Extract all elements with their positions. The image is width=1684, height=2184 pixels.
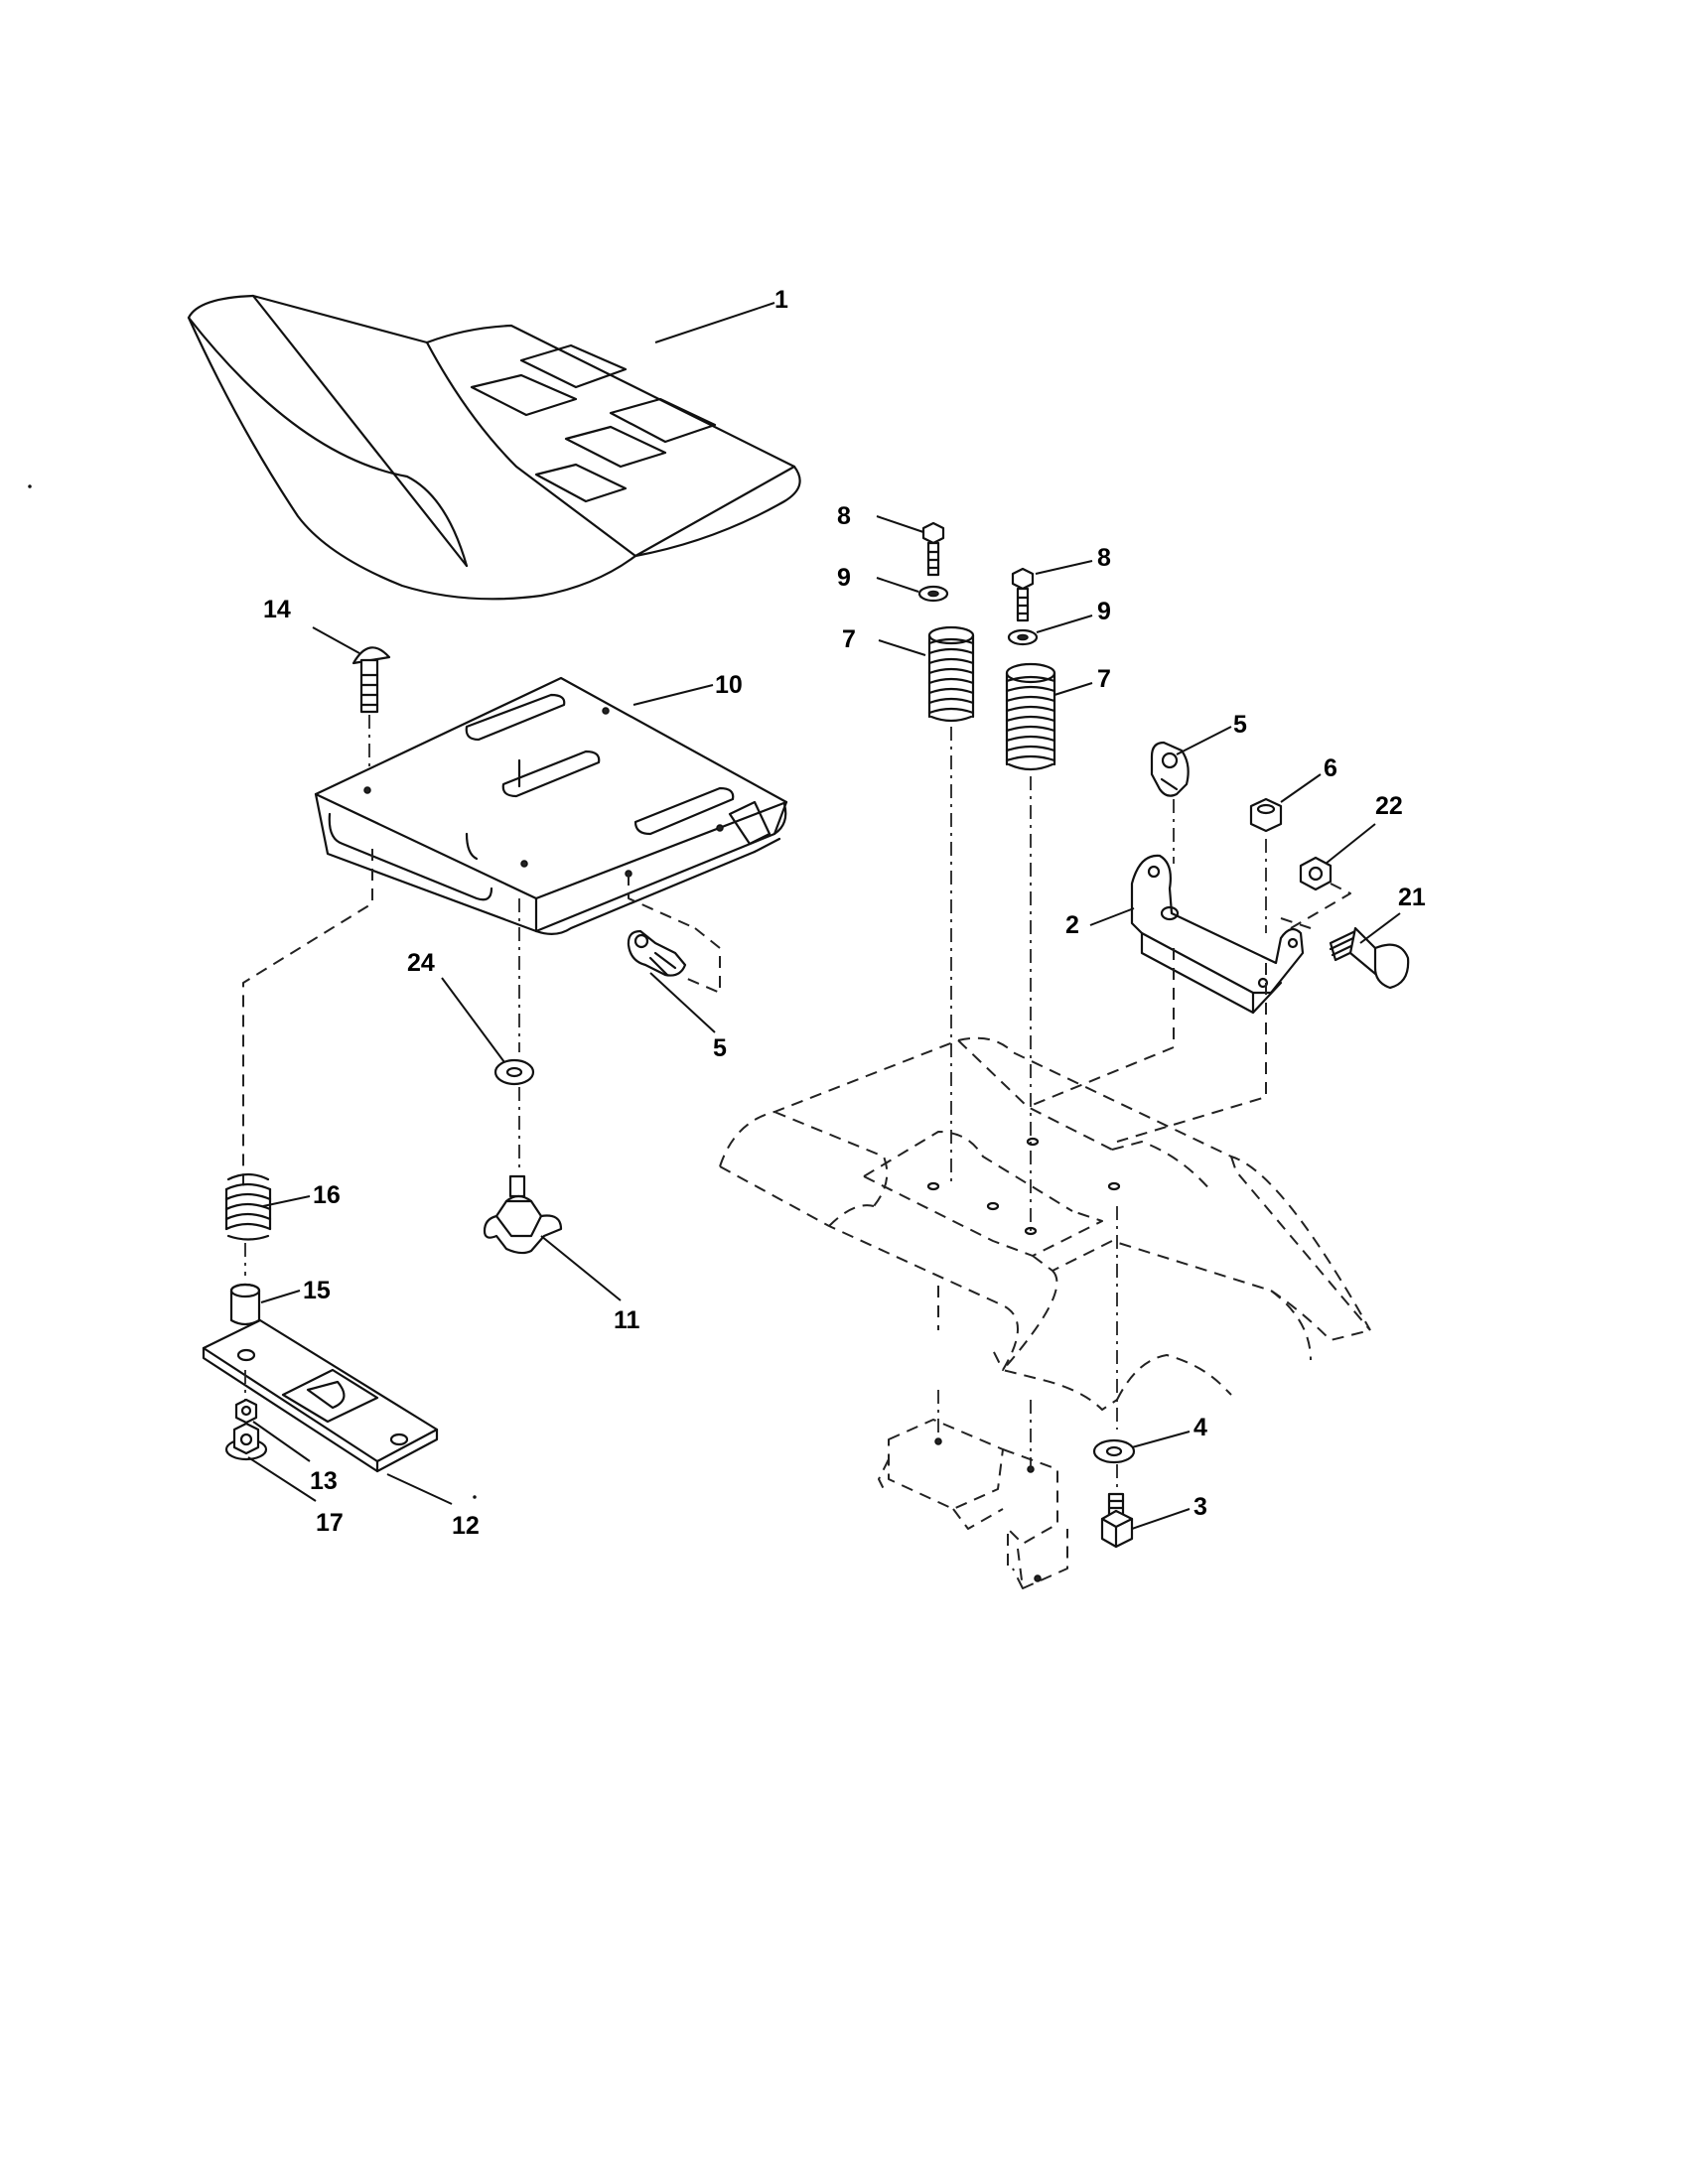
flange-nut — [224, 1422, 268, 1461]
callout-labels: 1 14 10 8 9 7 8 9 7 5 6 22 2 21 24 5 16 … — [263, 286, 1426, 1540]
leader-lines — [247, 302, 1401, 1530]
lock-washer-left — [917, 585, 949, 603]
callout-1: 1 — [774, 286, 788, 314]
tractor-frame-phantom — [719, 1036, 1371, 1411]
seat-spring-left — [927, 625, 975, 723]
callout-9a: 9 — [837, 564, 851, 592]
seat-clip-left — [627, 929, 687, 977]
callout-9b: 9 — [1097, 598, 1111, 625]
lower-mount-phantom — [878, 1419, 1068, 1589]
shoulder-bolt — [1329, 926, 1410, 990]
callout-4: 4 — [1193, 1414, 1207, 1441]
callout-8a: 8 — [837, 502, 851, 530]
callout-24: 24 — [407, 949, 435, 977]
hex-bolt-left — [921, 521, 945, 577]
callout-5-right: 5 — [1233, 711, 1247, 739]
compression-spring-small — [224, 1172, 272, 1241]
seat-cushion-pads — [470, 343, 717, 503]
hex-bolt-right — [1011, 567, 1035, 622]
callout-2: 2 — [1065, 911, 1079, 939]
callout-15: 15 — [303, 1277, 331, 1304]
callout-3: 3 — [1193, 1493, 1207, 1521]
lock-washer-right — [1007, 628, 1039, 646]
hex-nut-22 — [1299, 856, 1333, 891]
seat-pan — [314, 676, 788, 935]
seat-adjust-knob — [483, 1174, 563, 1255]
callout-7a: 7 — [842, 625, 856, 653]
spacer — [229, 1283, 261, 1326]
hex-nut-small — [234, 1398, 258, 1425]
callout-11: 11 — [614, 1306, 640, 1334]
seat-bracket — [1130, 854, 1305, 1015]
seat-spring-right — [1005, 662, 1056, 771]
carriage-bolt — [351, 646, 391, 714]
seat-clip-right — [1150, 741, 1190, 797]
callout-14: 14 — [263, 596, 291, 623]
callout-22: 22 — [1375, 792, 1403, 820]
callout-12: 12 — [452, 1512, 480, 1540]
hex-bolt-3 — [1100, 1492, 1134, 1549]
callout-21: 21 — [1398, 884, 1426, 911]
flat-washer-4 — [1092, 1438, 1136, 1464]
callout-10: 10 — [715, 671, 743, 699]
flat-washer-left — [493, 1058, 535, 1086]
callout-8b: 8 — [1097, 544, 1111, 572]
callout-17: 17 — [316, 1509, 344, 1537]
callout-6: 6 — [1324, 754, 1337, 782]
callout-5-left: 5 — [713, 1034, 727, 1062]
callout-16: 16 — [313, 1181, 341, 1209]
callout-7b: 7 — [1097, 665, 1111, 693]
seat — [187, 294, 801, 601]
callout-13: 13 — [310, 1467, 338, 1495]
hex-nut-6 — [1249, 797, 1283, 833]
seat-pan-slots — [465, 693, 735, 836]
seat-adjust-plate — [202, 1318, 439, 1473]
